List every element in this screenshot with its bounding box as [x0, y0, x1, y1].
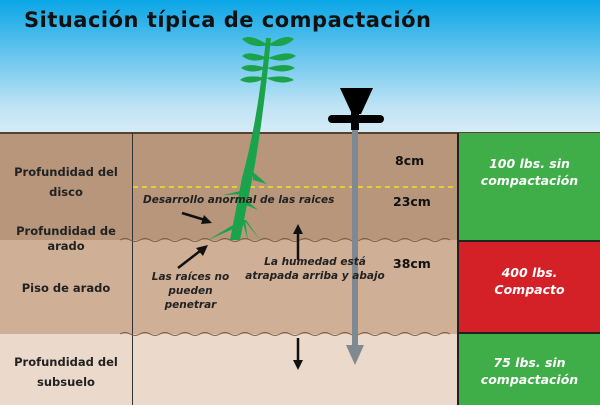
note-roots-cannot-penetrate: Las raíces no pueden penetrar: [151, 271, 230, 311]
plow-pan-wave: [119, 332, 451, 336]
label-plow-depth: Profundidad de arado: [16, 224, 116, 253]
layer-subsoil: [0, 334, 457, 405]
reading-status: compactación: [480, 173, 579, 188]
plow-depth-wave: [119, 238, 451, 242]
reading-subsoil: 75 lbs. sin compactación: [457, 334, 600, 405]
penetrometer-icon: [328, 88, 384, 365]
arrow-icon: [177, 211, 303, 370]
label-disc-depth: Profundidad del disco: [14, 165, 118, 199]
depth-23cm: 23cm: [393, 194, 431, 209]
reading-status: compactación: [480, 372, 579, 387]
plant-icon: [208, 37, 296, 242]
reading-value: 100 lbs. sin: [489, 156, 570, 171]
reading-value: 400 lbs.: [501, 265, 558, 280]
reading-plow-pan: 400 lbs. Compacto: [457, 240, 600, 334]
reading-status: Compacto: [494, 282, 565, 297]
diagram-title: Situación típica de compactación: [24, 8, 432, 32]
layer-plow-pan: [0, 240, 457, 334]
ground-surface: [0, 132, 600, 134]
label-plow-pan: Piso de arado: [21, 281, 111, 295]
column-divider: [132, 133, 133, 405]
reading-value: 75 lbs. sin: [493, 355, 566, 370]
depth-38cm: 38cm: [393, 256, 431, 271]
label-subsoil-depth: Profundidad del subsuelo: [14, 355, 118, 389]
note-abnormal-roots: Desarrollo anormal de las raices: [143, 194, 335, 206]
note-moisture-trapped: La humedad está atrapada arriba y abajo: [245, 256, 385, 282]
depth-8cm: 8cm: [395, 153, 425, 168]
reading-topsoil: 100 lbs. sin compactación: [457, 133, 600, 240]
sky-background: [0, 0, 600, 133]
